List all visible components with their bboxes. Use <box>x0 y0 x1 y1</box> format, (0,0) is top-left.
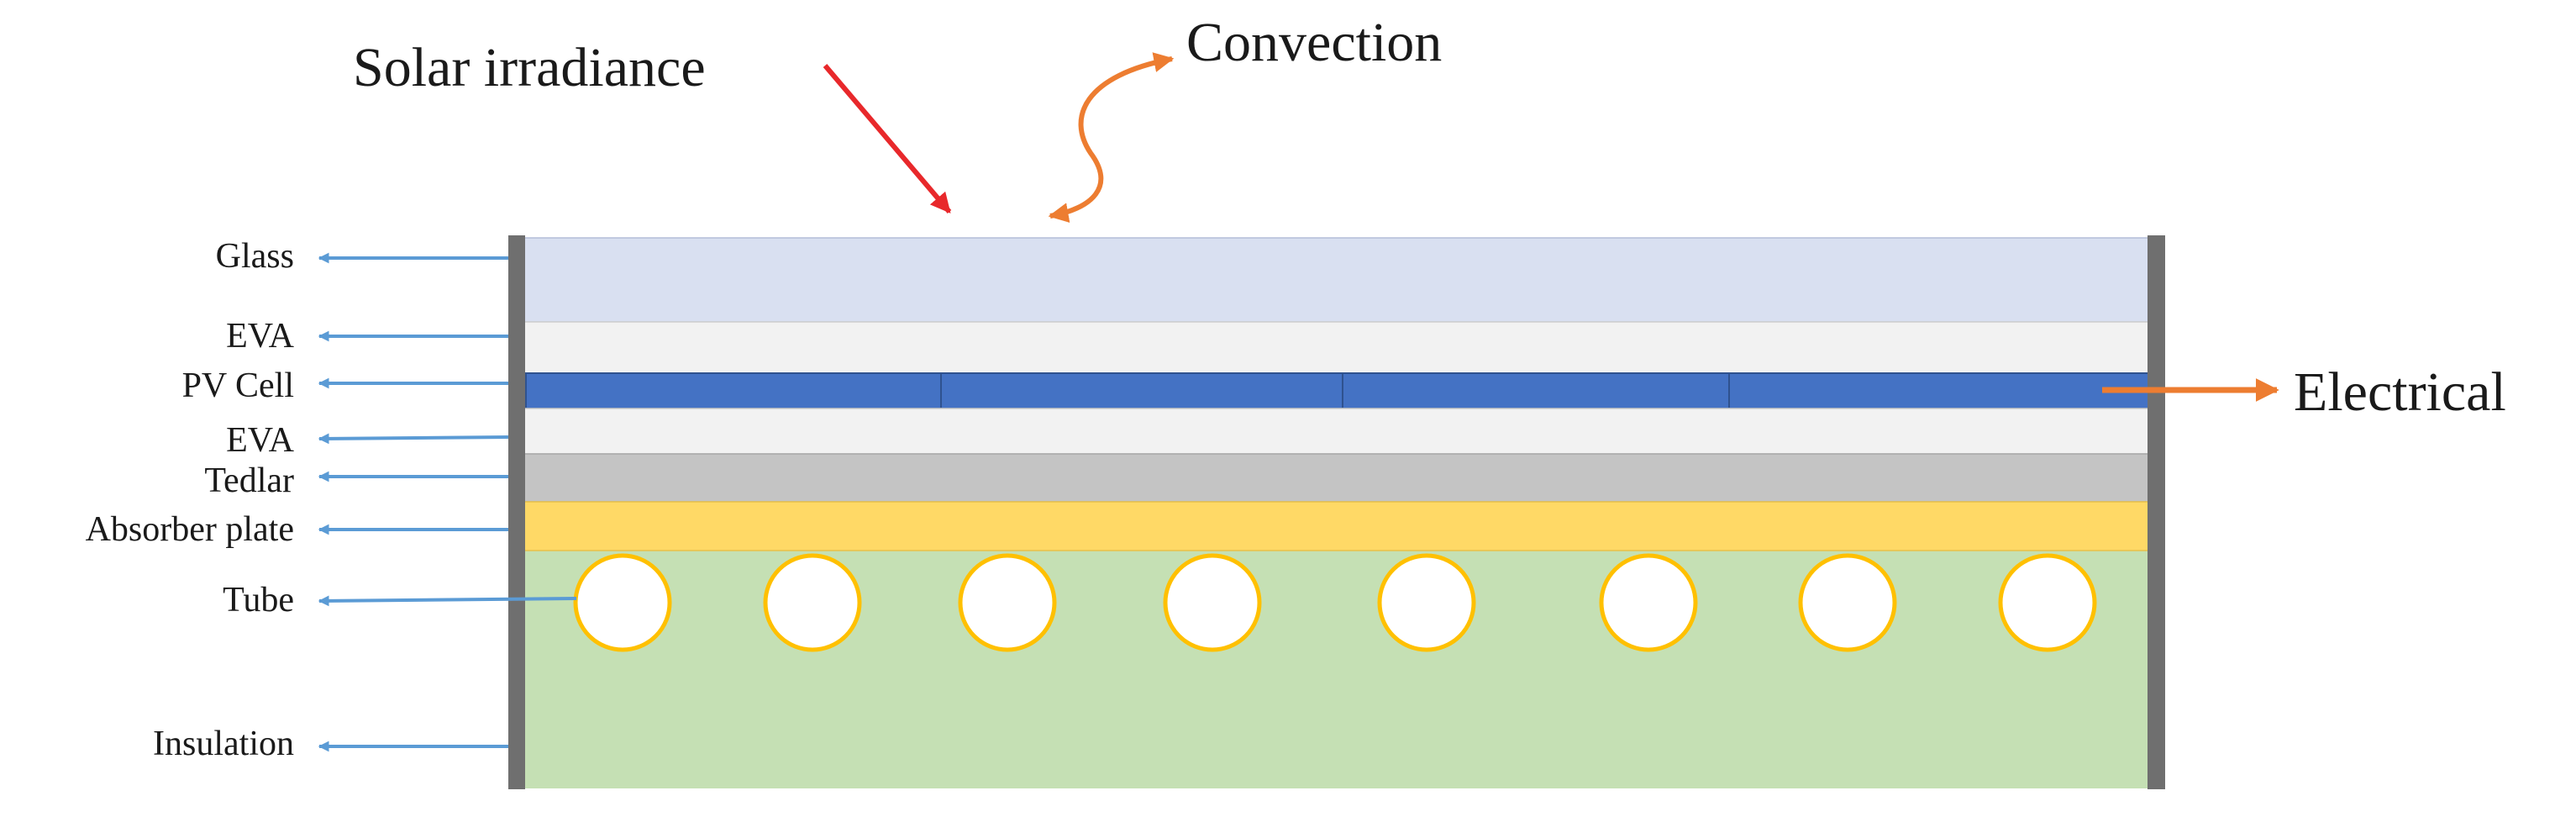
eva-top-label: EVA <box>226 317 295 356</box>
pv-cell-label: PV Cell <box>182 366 294 405</box>
solar-irradiance-arrow <box>823 64 952 213</box>
electrical-label: Electrical <box>2294 361 2506 423</box>
tube <box>763 553 862 652</box>
eva-bottom-label-arrow <box>318 433 509 445</box>
insulation-label: Insulation <box>153 725 294 763</box>
eva-bottom-label: EVA <box>226 421 295 460</box>
frame-left-wall <box>508 235 525 789</box>
glass-label: Glass <box>216 237 294 276</box>
tube <box>958 553 1057 652</box>
pv-cell-layer <box>525 372 2150 409</box>
tube <box>1798 553 1897 652</box>
absorber-plate-layer <box>522 501 2153 551</box>
frame-right-wall <box>2148 235 2165 789</box>
tube <box>1998 553 2097 652</box>
tube <box>1163 553 1262 652</box>
convection-arrow <box>1048 52 1175 223</box>
eva-bottom-layer <box>522 408 2153 455</box>
absorber-plate-label: Absorber plate <box>86 510 294 549</box>
tedlar-label: Tedlar <box>204 461 294 500</box>
glass-layer <box>522 237 2153 323</box>
tube <box>573 553 672 652</box>
eva-top-layer <box>522 321 2153 374</box>
layer-stack <box>522 237 2153 788</box>
tube <box>1377 553 1476 652</box>
tube-row <box>573 553 2097 652</box>
solar-irradiance-label: Solar irradiance <box>353 37 706 98</box>
layer-label-arrows <box>318 252 577 752</box>
tube-label: Tube <box>223 581 294 619</box>
convection-label: Convection <box>1186 12 1442 73</box>
tube-label-arrow <box>318 595 577 607</box>
tedlar-layer <box>522 453 2153 503</box>
layer-labels: Glass EVA PV Cell EVA Tedlar Absorber pl… <box>86 237 295 763</box>
tube <box>1599 553 1698 652</box>
